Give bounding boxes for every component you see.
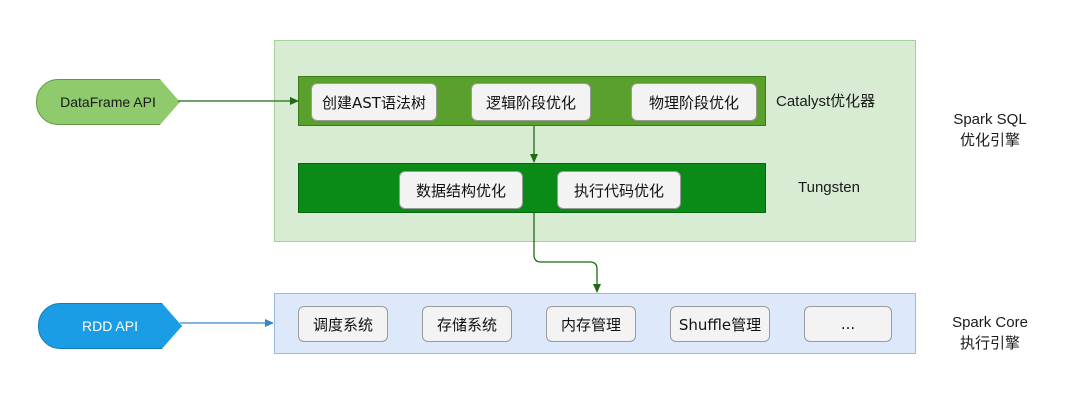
spark-core-label: Spark Core 执行引擎 [925,312,1055,354]
step-data-structure-optimization: 数据结构优化 [399,171,523,209]
step-create-ast: 创建AST语法树 [311,83,437,121]
step-code-execution-optimization: 执行代码优化 [557,171,681,209]
spark-sql-label-line1: Spark SQL [953,111,1027,128]
module-storage: 存储系统 [422,306,512,342]
tungsten-label: Tungsten [798,179,860,196]
catalyst-optimizer-bar: 创建AST语法树 逻辑阶段优化 物理阶段优化 [298,76,766,126]
spark-sql-label: Spark SQL 优化引擎 [925,109,1055,151]
dataframe-api: DataFrame API [36,79,180,125]
rdd-api: RDD API [38,303,182,349]
module-scheduling: 调度系统 [298,306,388,342]
module-memory: 内存管理 [546,306,636,342]
module-more: ... [804,306,892,342]
spark-core-label-line2: 执行引擎 [959,335,1020,352]
arrow-tungsten-to-core [533,213,601,293]
step-physical-optimization: 物理阶段优化 [631,83,757,121]
catalyst-label: Catalyst优化器 [776,93,876,110]
tungsten-bar: 数据结构优化 执行代码优化 [298,163,766,213]
spark-sql-label-line2: 优化引擎 [959,132,1020,149]
spark-core-label-line1: Spark Core [952,314,1028,331]
module-shuffle: Shuffle管理 [670,306,770,342]
step-logical-optimization: 逻辑阶段优化 [471,83,591,121]
